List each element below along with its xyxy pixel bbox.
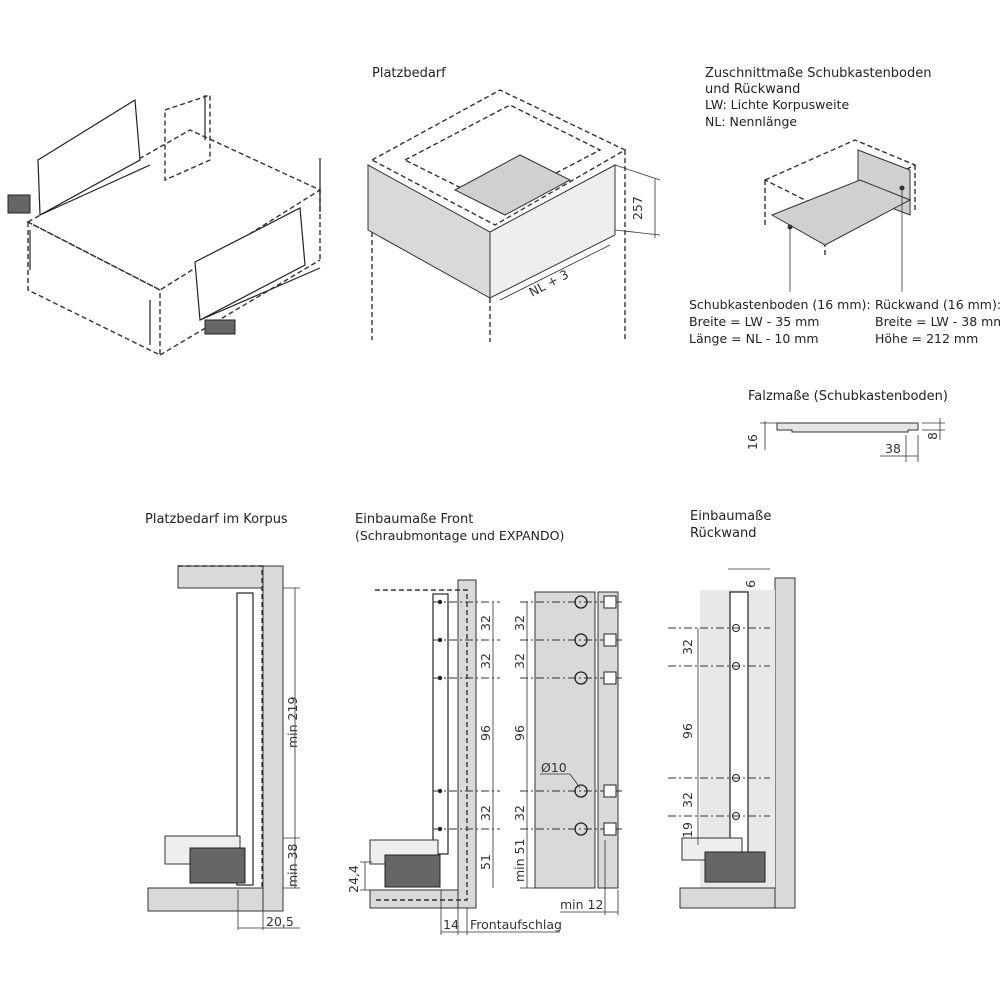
back-dim-32b: 32 [680, 792, 695, 808]
front-hole-diameter: Ø10 [541, 760, 567, 775]
cut-drawing [763, 139, 917, 292]
back-heading: Rückwand (16 mm): [875, 297, 1000, 312]
carcass-dim-20-5: 20,5 [266, 914, 294, 929]
hole-point [437, 675, 443, 681]
front-dim-32c: 32 [478, 805, 493, 821]
bottom-length: Länge = NL - 10 mm [689, 331, 819, 346]
dowel-slot [603, 633, 617, 647]
front-panel-dim-32c: 32 [512, 805, 527, 821]
back-height: Höhe = 212 mm [875, 331, 978, 346]
rebate-dim-16: 16 [745, 434, 760, 450]
carcass-drawing [147, 565, 300, 930]
front-dim-32b: 32 [478, 653, 493, 669]
back-dim-32a: 32 [680, 639, 695, 655]
front-title: Einbaumaße Front [355, 512, 473, 527]
back-title-line2: Rückwand [690, 526, 756, 541]
cut-title-line2: und Rückwand [705, 82, 800, 97]
front-subtitle: (Schraubmontage und EXPANDO) [355, 528, 564, 543]
drawer-space-drawing [367, 89, 661, 342]
front-dim-32a: 32 [478, 615, 493, 631]
back-dim-9: 9 [743, 580, 758, 588]
front-dim-14: 14 [443, 917, 459, 932]
hole-circle [732, 662, 740, 670]
hole-point [437, 637, 443, 643]
front-side-drawing [360, 579, 560, 935]
back-width: Breite = LW - 38 mm [875, 314, 1000, 329]
hole-circle [732, 774, 740, 782]
cut-legend-lw: LW: Lichte Korpusweite [705, 97, 849, 112]
dowel-slot [603, 595, 617, 609]
rebate-drawing [760, 418, 945, 462]
back-drawing [668, 568, 796, 909]
front-dim-96: 96 [478, 725, 493, 741]
hole-circle [574, 633, 588, 647]
hole-circle [574, 784, 588, 798]
dowel-slot [603, 784, 617, 798]
exploded-drawer-drawing [7, 94, 322, 357]
bottom-width: Breite = LW - 35 mm [689, 314, 819, 329]
hole-circle [732, 812, 740, 820]
hole-circle [574, 822, 588, 836]
front-panel-dim-32a: 32 [512, 615, 527, 631]
dim-height-257: 257 [630, 196, 645, 220]
hole-point [437, 788, 443, 794]
front-panel-dim-96: 96 [512, 725, 527, 741]
front-overlay-label: Frontaufschlag [470, 917, 562, 932]
front-dim-51: 51 [478, 854, 493, 870]
overview-title: Platzbedarf [372, 66, 446, 81]
cut-legend-nl: NL: Nennlänge [705, 114, 797, 129]
hole-circle [574, 595, 588, 609]
carcass-title: Platzbedarf im Korpus [145, 512, 288, 527]
rebate-dim-38: 38 [885, 441, 901, 456]
hole-circle [574, 671, 588, 685]
front-panel-drawing [520, 591, 622, 915]
rebate-title: Falzmaße (Schubkastenboden) [748, 389, 948, 404]
back-title-line1: Einbaumaße [690, 509, 771, 524]
bottom-heading: Schubkastenboden (16 mm): [689, 297, 871, 312]
back-dim-96: 96 [680, 723, 695, 739]
hole-point [437, 826, 443, 832]
carcass-dim-min219: min 219 [285, 697, 300, 748]
front-panel-dim-min51: min 51 [512, 839, 527, 882]
carcass-dim-min38: min 38 [285, 844, 300, 887]
front-dim-min12: min 12 [560, 897, 603, 912]
hole-point [437, 599, 443, 605]
dowel-slot [603, 671, 617, 685]
cut-title-line1: Zuschnittmaße Schubkastenboden [705, 66, 932, 81]
front-panel-dim-32b: 32 [512, 653, 527, 669]
rebate-dim-8: 8 [925, 432, 940, 440]
hole-circle [732, 624, 740, 632]
front-dim-24-4: 24,4 [346, 865, 361, 893]
dowel-slot [603, 822, 617, 836]
back-dim-19: 19 [680, 822, 695, 838]
